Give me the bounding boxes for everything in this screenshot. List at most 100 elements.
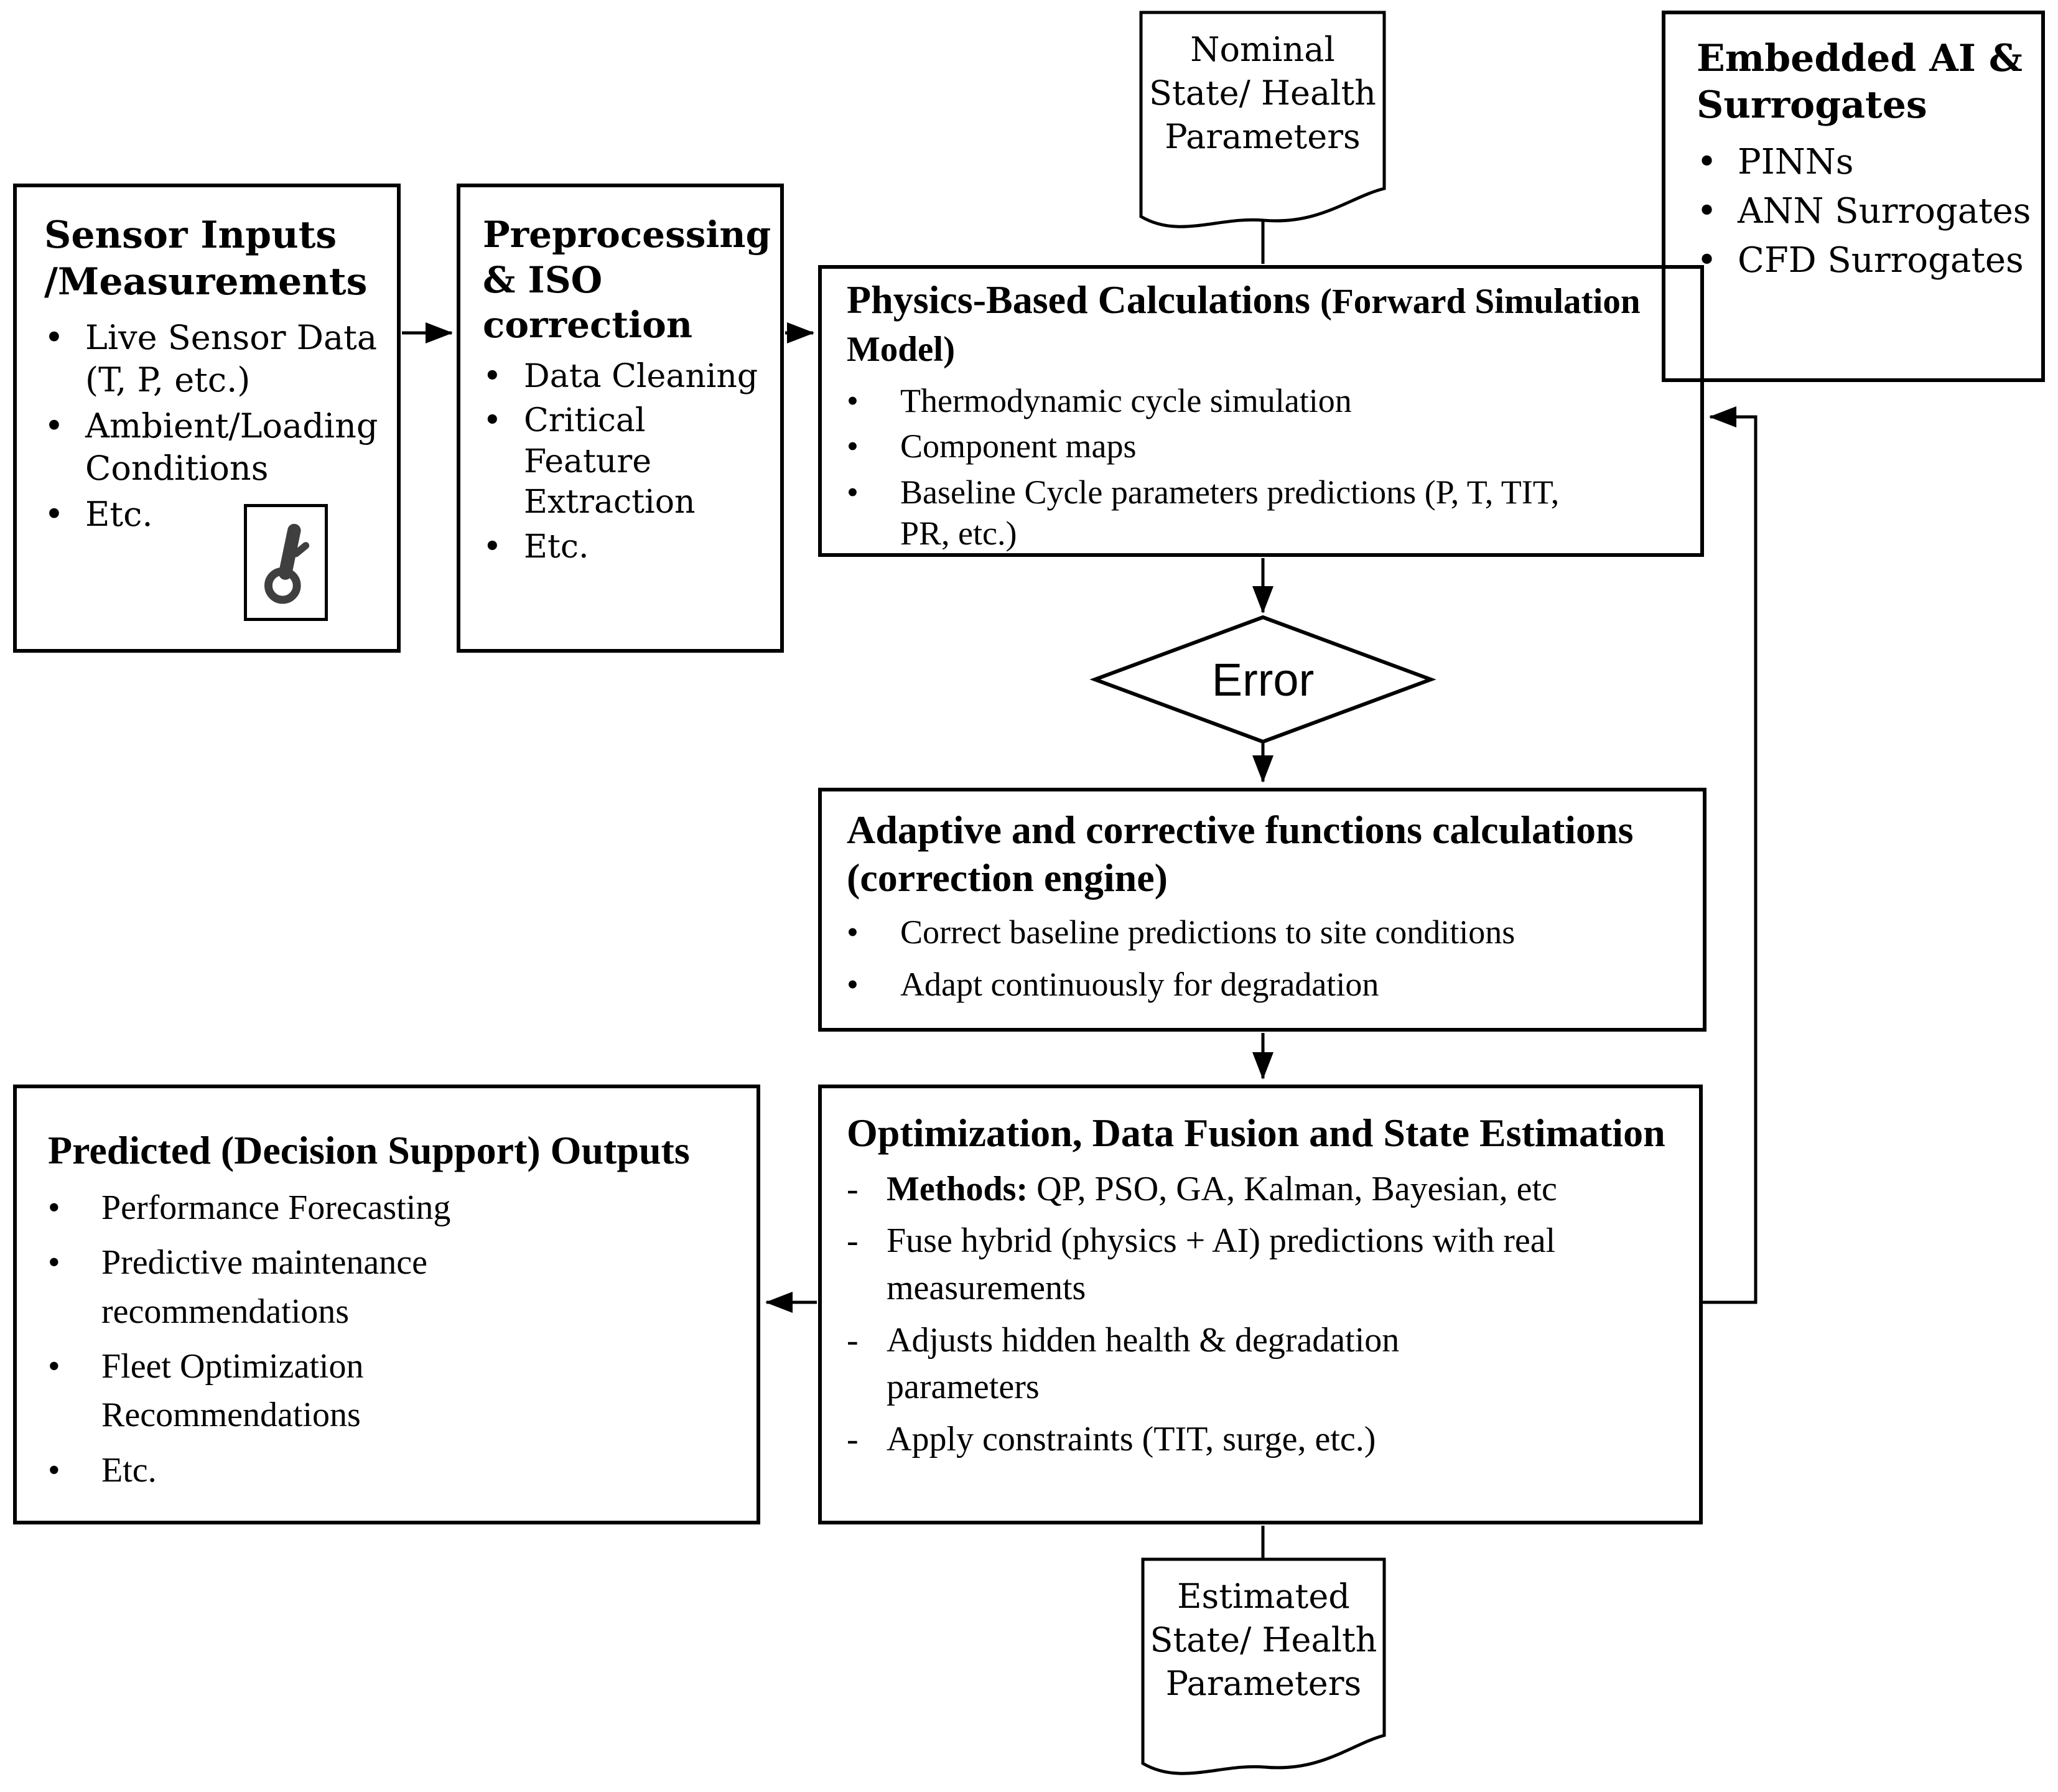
bullet-marker: • — [48, 1188, 60, 1227]
list-item-text: Methods: QP, PSO, GA, Kalman, Bayesian, … — [887, 1166, 1680, 1213]
bullet-marker: • — [847, 474, 859, 511]
methods-value: QP, PSO, GA, Kalman, Bayesian, etc — [1036, 1169, 1557, 1208]
node-nominal-state-health-parameters: Nominal State/ Health Parameters — [1149, 30, 1376, 157]
list-item-text: Live Sensor Data (T, P, etc.) — [85, 318, 388, 400]
list-item-text: Fleet Optimization Recommendations — [101, 1346, 373, 1435]
list-item: - Fuse hybrid (physics + AI) predictions… — [847, 1218, 1680, 1312]
adaptive-title: Adaptive and corrective functions calcul… — [847, 808, 1634, 900]
bullet-marker: • — [483, 402, 502, 440]
node-estimated-state-health-parameters: Estimated State/ Health Parameters — [1150, 1577, 1377, 1704]
list-item: • Etc. — [483, 527, 774, 568]
list-item: - Apply constraints (TIT, surge, etc.) — [847, 1416, 1680, 1463]
list-item-text: Thermodynamic cycle simulation — [900, 381, 1352, 419]
node-predicted-decision-support-outputs: Predicted (Decision Support) Outputs • P… — [13, 1085, 760, 1524]
list-item: • Etc. — [44, 493, 391, 536]
node-sensor-inputs: Sensor Inputs /Measurements • Live Senso… — [13, 184, 401, 653]
list-item-text: PINNs — [1738, 142, 1854, 182]
bullet-marker: • — [44, 406, 64, 446]
sensor-inputs-list: • Live Sensor Data (T, P, etc.) • Ambien… — [44, 317, 391, 536]
bullet-marker: • — [1697, 240, 1718, 281]
bullet-marker: • — [44, 318, 64, 357]
list-item-text: Etc. — [85, 495, 153, 534]
physics-title-main: Physics-Based Calculations — [847, 278, 1310, 322]
list-item: • Component maps — [847, 426, 1682, 467]
predicted-list: • Performance Forecasting • Predictive m… — [48, 1183, 725, 1495]
error-decision-diamond — [1089, 615, 1436, 744]
physics-title: Physics-Based Calculations (Forward Simu… — [847, 276, 1682, 372]
list-item: • Critical Feature Extraction — [483, 401, 774, 523]
list-item: • Correct baseline predictions to site c… — [847, 911, 1684, 953]
node-preprocessing-iso-correction: Preprocessing & ISO correction • Data Cl… — [457, 184, 784, 653]
list-item: • Ambient/Loading Conditions — [44, 405, 391, 490]
list-item: • Data Cleaning — [483, 357, 774, 398]
optimization-title: Optimization, Data Fusion and State Esti… — [847, 1111, 1665, 1155]
list-item-text: Etc. — [101, 1450, 157, 1490]
predicted-title: Predicted (Decision Support) Outputs — [48, 1128, 690, 1172]
adaptive-list: • Correct baseline predictions to site c… — [847, 911, 1684, 1006]
estimated-document-shape — [1141, 1557, 1386, 1775]
list-item: - Methods: QP, PSO, GA, Kalman, Bayesian… — [847, 1166, 1680, 1213]
bullet-marker: • — [1697, 190, 1718, 231]
list-item-text: Adapt continuously for degradation — [900, 965, 1379, 1003]
list-item-text: Adjusts hidden health & degradation para… — [887, 1320, 1408, 1407]
bullet-marker: • — [847, 427, 859, 465]
node-adaptive-corrective-functions: Adaptive and corrective functions calcul… — [818, 788, 1706, 1032]
embedded-ai-title: Embedded AI & Surrogates — [1697, 37, 2023, 127]
list-item-text: Etc. — [524, 528, 589, 566]
preprocessing-list: • Data Cleaning • Critical Feature Extra… — [483, 357, 774, 568]
list-item: • Etc. — [48, 1446, 626, 1495]
list-item-text: Data Cleaning — [524, 357, 758, 395]
list-item-text: CFD Surrogates — [1738, 240, 2024, 281]
bullet-marker: • — [847, 965, 859, 1003]
list-item: • Thermodynamic cycle simulation — [847, 381, 1682, 422]
dash-marker: - — [847, 1419, 859, 1458]
list-item: • CFD Surrogates — [1697, 238, 2035, 284]
thermometer-icon-frame — [244, 504, 328, 621]
node-embedded-ai-surrogates: Embedded AI & Surrogates • PINNs • ANN S… — [1662, 11, 2045, 382]
list-item: - Adjusts hidden health & degradation pa… — [847, 1317, 1680, 1411]
preprocessing-title: Preprocessing & ISO correction — [483, 213, 771, 346]
list-item-text: ANN Surrogates — [1738, 190, 2031, 231]
optimization-list: - Methods: QP, PSO, GA, Kalman, Bayesian… — [847, 1166, 1680, 1463]
list-item: • Predictive maintenance recommendations — [48, 1238, 626, 1336]
dash-marker: - — [847, 1169, 859, 1208]
methods-label: Methods: — [887, 1169, 1037, 1208]
error-diamond-label: Error — [1211, 653, 1315, 706]
physics-title-paren: (Forward Simulation Model) — [847, 282, 1641, 369]
node-optimization-data-fusion-state-estimation: Optimization, Data Fusion and State Esti… — [818, 1085, 1703, 1524]
list-item: • Fleet Optimization Recommendations — [48, 1342, 626, 1440]
list-item: • ANN Surrogates — [1697, 189, 2035, 235]
list-item-text: Fuse hybrid (physics + AI) predictions w… — [887, 1221, 1565, 1307]
list-item: • Performance Forecasting — [48, 1183, 626, 1232]
list-item-text: Correct baseline predictions to site con… — [900, 913, 1516, 951]
sensor-inputs-title: Sensor Inputs /Measurements — [44, 213, 368, 304]
list-item-text: Predictive maintenance recommendations — [101, 1243, 436, 1331]
bullet-marker: • — [48, 1450, 60, 1490]
list-item-text: Component maps — [900, 427, 1137, 465]
bullet-marker: • — [483, 528, 502, 566]
list-item: • Adapt continuously for degradation — [847, 963, 1684, 1006]
list-item-text: Ambient/Loading Conditions — [85, 406, 389, 488]
bullet-marker: • — [483, 357, 502, 395]
bullet-marker: • — [44, 495, 64, 534]
list-item: • Baseline Cycle parameters predictions … — [847, 472, 1682, 554]
list-item-text: Performance Forecasting — [101, 1188, 451, 1227]
bullet-marker: • — [1697, 142, 1718, 182]
thermometer-icon — [264, 523, 309, 604]
dash-marker: - — [847, 1221, 859, 1261]
list-item-text: Critical Feature Extraction — [524, 402, 696, 521]
dash-marker: - — [847, 1320, 859, 1360]
node-physics-based-calculations: Physics-Based Calculations (Forward Simu… — [818, 265, 1704, 557]
bullet-marker: • — [48, 1243, 60, 1282]
bullet-marker: • — [847, 381, 859, 419]
bullet-marker: • — [48, 1346, 60, 1386]
physics-list: • Thermodynamic cycle simulation • Compo… — [847, 381, 1682, 555]
embedded-ai-list: • PINNs • ANN Surrogates • CFD Surrogate… — [1697, 140, 2035, 283]
list-item: • Live Sensor Data (T, P, etc.) — [44, 317, 391, 401]
bullet-marker: • — [847, 913, 859, 951]
nominal-document-shape — [1139, 11, 1386, 228]
list-item: • PINNs — [1697, 140, 2035, 185]
list-item-text: Baseline Cycle parameters predictions (P… — [900, 474, 1568, 553]
